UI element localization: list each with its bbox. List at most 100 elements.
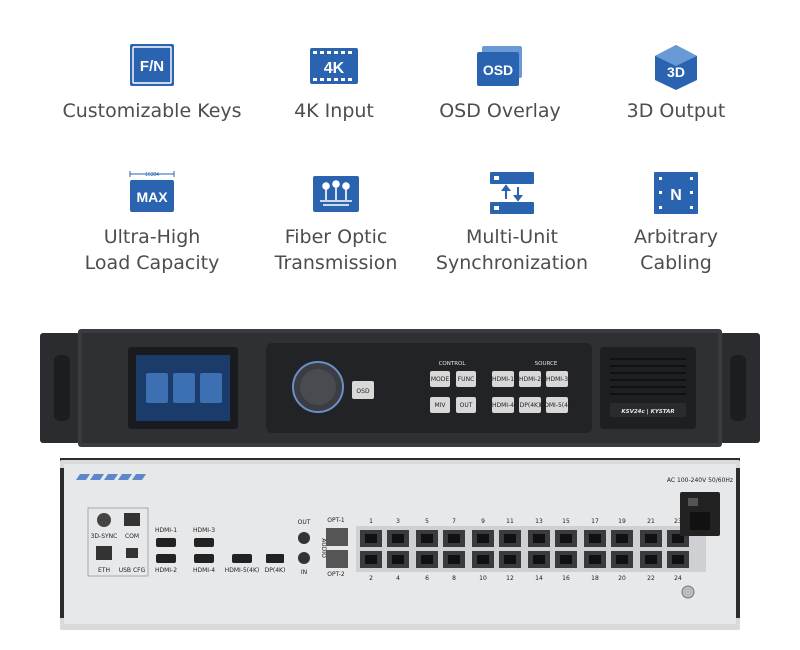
rj45-port-number: 7 [452,518,456,525]
4k-icon-text: 4K [324,60,345,77]
func-button[interactable] [456,371,476,387]
rj45-port-socket [672,534,684,543]
rj45-port-number: 15 [562,518,570,525]
rj45-port-socket [533,534,545,543]
3d-sync-port[interactable] [97,513,111,527]
rj45-port-socket [533,555,545,564]
rj45-port-socket [392,555,404,564]
svg-text:HDMI-2: HDMI-2 [519,376,541,383]
rj45-port-number: 9 [481,518,485,525]
svg-text:OPT-2: OPT-2 [327,571,345,578]
video-processor-device: OSD CONTROL SOURCE MODE FUNC MIV OUT HDM… [40,325,760,645]
hdmi-2-port[interactable] [156,554,176,563]
feature-4k-input: 4K 4K Input [234,44,434,124]
rj45-port-number: 22 [647,575,655,582]
sync-arrows-icon [486,170,538,216]
audio-out-port[interactable] [298,532,310,544]
svg-text:ETH: ETH [98,567,110,574]
mode-button[interactable] [430,371,450,387]
svg-text:HDMI-5(4K): HDMI-5(4K) [225,567,260,574]
svg-text:IN: IN [301,569,307,576]
hdmi-3-port[interactable] [194,538,214,547]
feature-customizable-keys: F/N Customizable Keys [52,44,252,124]
svg-text:HDMI-4: HDMI-4 [492,402,514,409]
hdmi-1-button[interactable] [492,371,514,387]
rj45-ports[interactable] [360,530,689,568]
hdmi-5-button[interactable] [546,397,568,413]
svg-text:USB CFG: USB CFG [119,567,146,574]
rj45-port-number: 4 [396,575,400,582]
usb-cfg-port[interactable] [126,548,138,558]
power-switch[interactable] [688,498,698,506]
opt-1-port[interactable] [326,528,348,546]
hdmi-5-port[interactable] [232,554,252,563]
fiber-optic-icon [310,170,362,216]
rj45-port-number: 18 [591,575,599,582]
rj45-port-socket [504,555,516,564]
rj45-port-socket [421,555,433,564]
eth-port[interactable] [96,546,112,560]
feature-label: 4K Input [294,100,374,122]
out-button[interactable] [456,397,476,413]
hdmi-2-button[interactable] [519,371,541,387]
rj45-port-socket [504,534,516,543]
n-icon-text: N [670,187,682,204]
power-spec: AC 100-240V 50/60Hz [667,477,733,484]
rj45-port-number: 12 [506,575,514,582]
hdmi-4-port[interactable] [194,554,214,563]
svg-text:MIV: MIV [434,402,446,409]
svg-text:OUT: OUT [298,519,311,526]
rj45-port-socket [589,555,601,564]
rj45-port-socket [645,534,657,543]
3d-icon-text: 3D [667,64,685,80]
rj45-port-number: 23 [674,518,682,525]
rj45-port-socket [421,534,433,543]
hdmi-3-button[interactable] [546,371,568,387]
hdmi-1-port[interactable] [156,538,176,547]
max-icon-subtext: 16384 [145,172,159,178]
rj45-port-number: 19 [618,518,626,525]
svg-text:3D-SYNC: 3D-SYNC [91,533,118,540]
rj45-port-number: 10 [479,575,487,582]
dp-port[interactable] [266,554,284,563]
rj45-port-number: 14 [535,575,543,582]
rj45-port-socket [365,534,377,543]
feature-label: OSD Overlay [439,100,561,122]
svg-text:FUNC: FUNC [458,376,475,383]
rack-handle-left [54,355,70,421]
device-rear-panel: 3D-SYNC COM ETH USB CFG HDMI-1 HDMI-2 HD… [60,458,740,630]
miv-button[interactable] [430,397,450,413]
opt-2-port[interactable] [326,550,348,568]
com-port[interactable] [124,513,140,526]
dp-button[interactable] [519,397,541,413]
svg-text:OSD: OSD [356,388,370,395]
ground-terminal[interactable] [681,585,695,599]
rj45-port-number: 2 [369,575,373,582]
svg-text:HDMI-3: HDMI-3 [546,376,568,383]
rj45-port-socket [392,534,404,543]
feature-label: Customizable Keys [62,100,242,122]
rj45-port-socket [448,534,460,543]
device-front-panel: OSD CONTROL SOURCE MODE FUNC MIV OUT HDM… [40,329,760,447]
osd-icon-text: OSD [483,62,513,78]
rj45-port-number: 5 [425,518,429,525]
device-brand: KSV24c | KYSTAR [621,409,674,415]
svg-text:DP(4K): DP(4K) [265,567,286,574]
svg-text:HDMI-1: HDMI-1 [492,376,514,383]
3d-cube-icon: 3D [650,44,702,90]
rj45-port-socket [616,555,628,564]
source-section-label: SOURCE [535,361,558,367]
svg-text:OUT: OUT [460,402,473,409]
feature-grid: F/N Customizable Keys 4K 4K Input OSD [0,0,800,300]
osd-button[interactable] [352,381,374,399]
feature-osd-overlay: OSD OSD Overlay [400,44,600,124]
rj45-port-socket [365,555,377,564]
hdmi-4-button[interactable] [492,397,514,413]
rj45-port-socket [477,555,489,564]
audio-in-port[interactable] [298,552,310,564]
rj45-port-socket [645,555,657,564]
